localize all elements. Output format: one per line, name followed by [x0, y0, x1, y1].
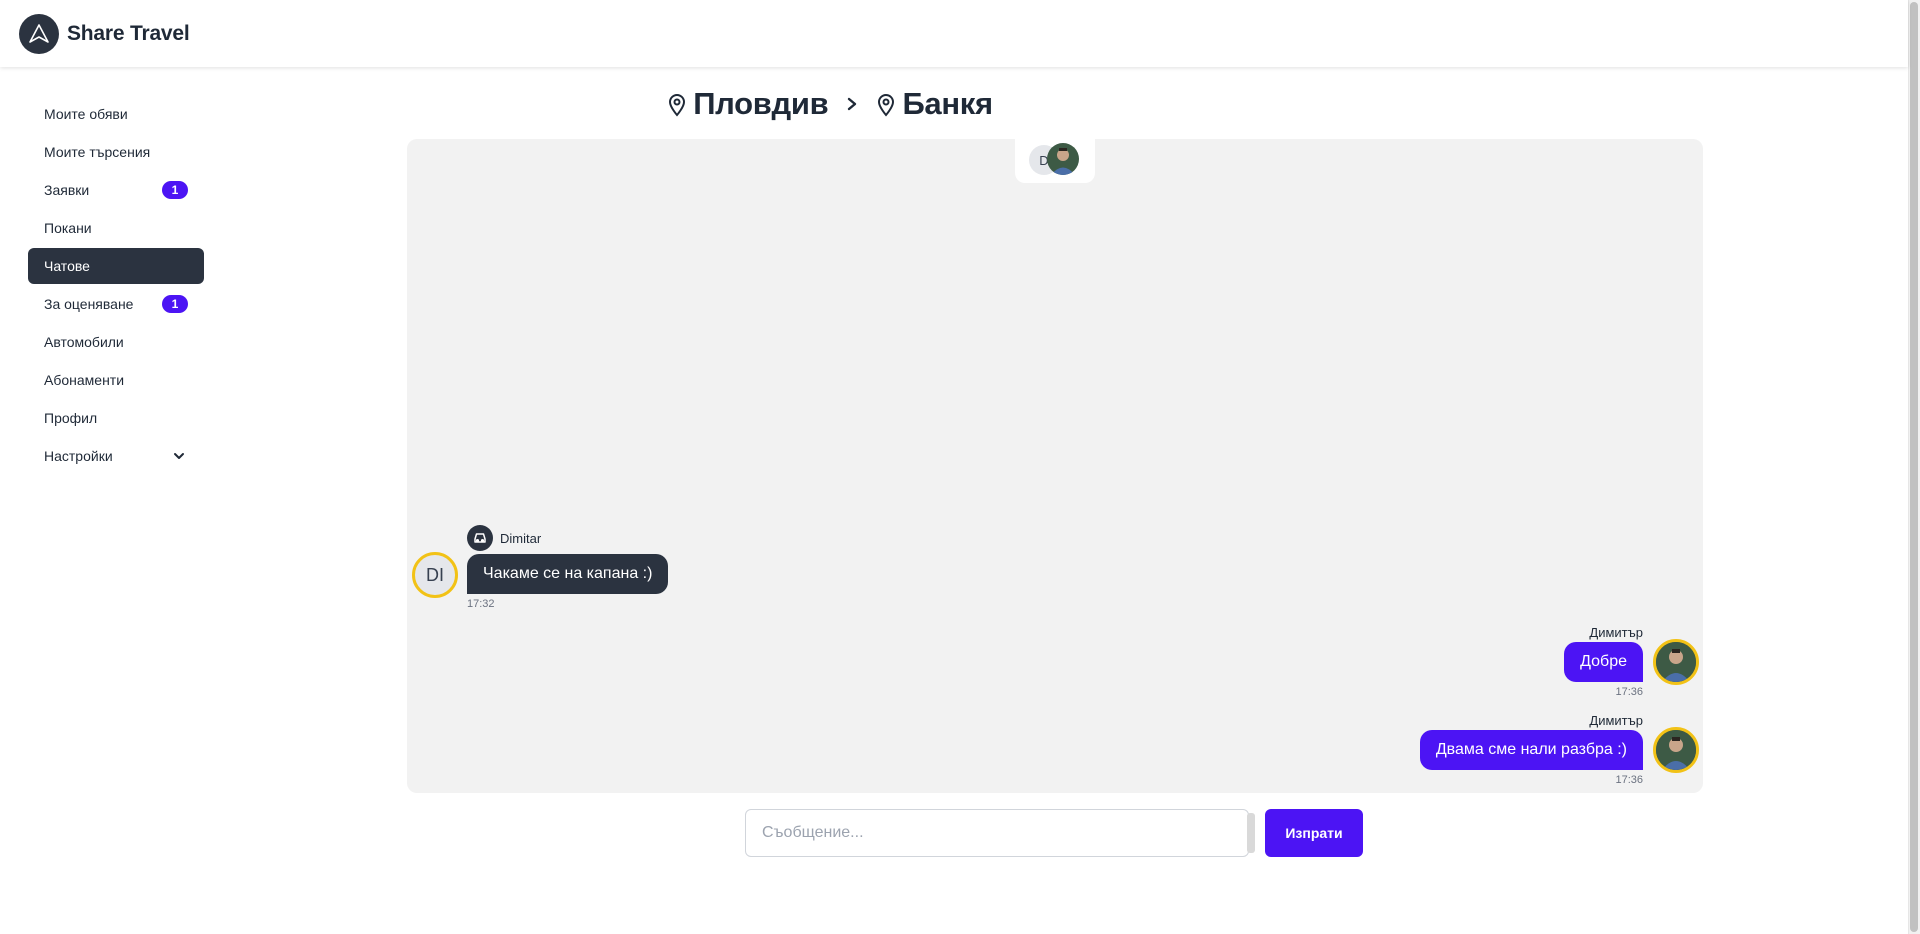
sidebar-nav: Моите обяви Моите търсения Заявки 1 Покан… [28, 96, 204, 476]
sidebar-item-label: Автомобили [44, 334, 124, 350]
participant-initial: D [1039, 152, 1049, 168]
chat-panel: D Dimitar DI Чакаме се на капана :) 17:3… [407, 139, 1703, 793]
sidebar-item-my-searches[interactable]: Моите търсения [28, 134, 204, 170]
message-input[interactable] [745, 809, 1249, 857]
own-avatar[interactable] [1653, 639, 1699, 685]
message-text: Чакаме се на капана :) [483, 565, 653, 582]
logo-icon[interactable] [19, 13, 59, 54]
message-author: Димитър [1589, 625, 1643, 640]
send-button[interactable]: Изпрати [1265, 809, 1363, 857]
sidebar-item-settings[interactable]: Настройки [28, 438, 204, 474]
message-text: Двама сме нали разбра :) [1435, 741, 1627, 758]
participant-avatar [1047, 143, 1079, 175]
to-rate-badge: 1 [162, 295, 188, 313]
message-bubble: Двама сме нали разбра :) [1419, 730, 1643, 770]
app-name[interactable]: Share Travel [67, 21, 190, 45]
message-bubble: Чакаме се на капана :) [467, 554, 669, 594]
location-pin-icon [669, 94, 686, 117]
message-author: Dimitar [500, 531, 542, 546]
sidebar-item-to-rate[interactable]: За оценяване 1 [28, 286, 204, 322]
input-resize-handle[interactable] [1247, 813, 1255, 853]
sidebar-item-label: Моите търсения [44, 144, 151, 160]
sidebar-item-label: Профил [44, 410, 98, 426]
message-time: 17:36 [1615, 774, 1643, 786]
chevron-right-icon [848, 97, 857, 111]
sidebar-item-label: Моите обяви [44, 106, 128, 122]
avatar-initials: DI [426, 564, 444, 585]
car-icon [467, 525, 493, 551]
message-bubble: Добре [1564, 642, 1643, 682]
route-title: Пловдив Банкя [0, 86, 1920, 122]
sidebar-item-chats[interactable]: Чатове [28, 248, 204, 284]
sidebar-item-profile[interactable]: Профил [28, 400, 204, 436]
sidebar-item-my-ads[interactable]: Моите обяви [28, 96, 204, 132]
sidebar-item-label: Абонаменти [44, 372, 125, 388]
sidebar-item-invitations[interactable]: Покани [28, 210, 204, 246]
chevron-down-icon[interactable] [172, 449, 186, 463]
message-time: 17:36 [1615, 686, 1643, 698]
participants-avatars[interactable]: D [1015, 139, 1095, 183]
route-to: Банкя [902, 86, 993, 121]
own-avatar[interactable] [1653, 727, 1699, 773]
sidebar-item-label: Настройки [44, 448, 113, 464]
sender-avatar[interactable]: DI [412, 552, 458, 598]
scrollbar-thumb[interactable] [1910, 2, 1918, 932]
page-scrollbar[interactable] [1908, 0, 1920, 934]
message-author: Димитър [1589, 713, 1643, 728]
sidebar-item-label: За оценяване [44, 296, 134, 312]
message-time: 17:32 [467, 598, 495, 610]
route-from: Пловдив [693, 86, 829, 121]
top-header: Share Travel [0, 0, 1908, 67]
sidebar-item-label: Заявки [44, 182, 90, 198]
sidebar-item-cars[interactable]: Автомобили [28, 324, 204, 360]
sidebar-item-label: Покани [44, 220, 92, 236]
message-text: Добре [1580, 653, 1627, 670]
location-pin-icon [878, 94, 895, 117]
sidebar-item-subscriptions[interactable]: Абонаменти [28, 362, 204, 398]
sidebar-item-label: Чатове [44, 258, 90, 274]
sidebar-item-requests[interactable]: Заявки 1 [28, 172, 204, 208]
requests-badge: 1 [162, 181, 188, 199]
